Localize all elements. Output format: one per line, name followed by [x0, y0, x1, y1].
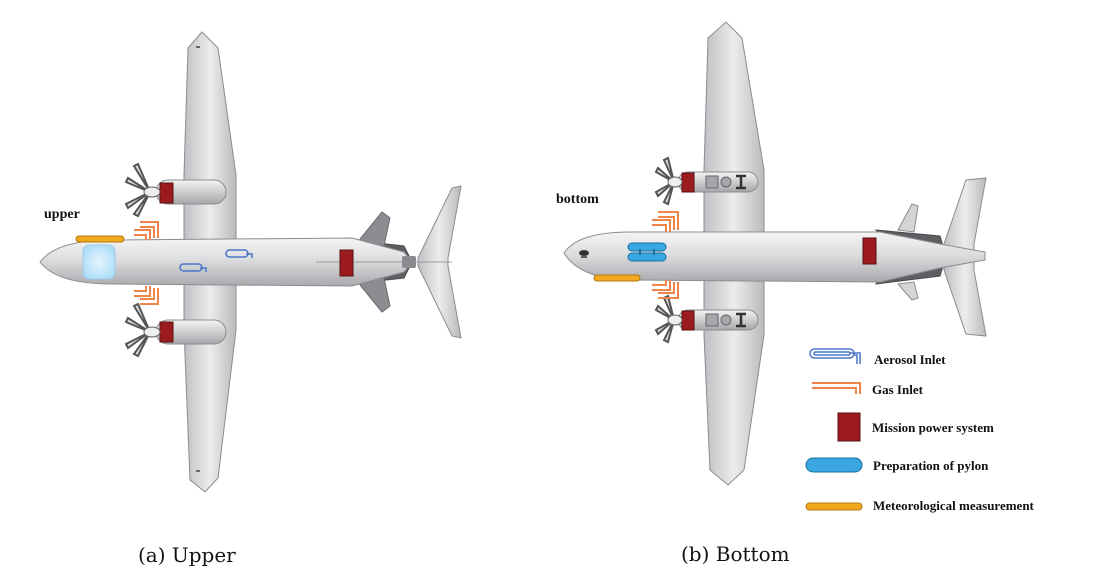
legend-power-symbol — [837, 412, 861, 442]
legend-aerosol-symbol — [809, 348, 861, 364]
upper-caption: (a) Upper — [138, 543, 236, 567]
upper-mission-power — [339, 249, 354, 277]
legend-meteo-symbol — [805, 502, 863, 511]
bottom-engine-bottom — [654, 294, 759, 344]
legend-power-label: Mission power system — [872, 420, 994, 435]
bottom-gas-inlets — [652, 211, 679, 299]
upper-cockpit-window — [82, 244, 116, 280]
bottom-pylon — [627, 242, 667, 262]
legend-aerosol-label: Aerosol Inlet — [874, 352, 946, 367]
legend-pylon-label: Preparation of pylon — [873, 458, 989, 473]
legend-gas-label: Gas Inlet — [872, 382, 924, 397]
upper-gas-inlets — [134, 221, 159, 305]
upper-engine-top — [124, 162, 227, 218]
upper-view-label: upper — [44, 207, 80, 222]
upper-aircraft — [39, 31, 462, 493]
upper-engine-bottom — [124, 302, 227, 358]
legend-gas-symbol — [812, 382, 861, 394]
bottom-meteo-sensor — [593, 274, 641, 282]
bottom-caption: (b) Bottom — [681, 542, 790, 566]
bottom-mission-power — [862, 237, 877, 265]
bottom-aircraft — [563, 21, 987, 486]
bottom-engine-top — [654, 156, 759, 206]
bottom-view-label: bottom — [556, 192, 599, 207]
upper-meteo-sensor — [75, 235, 125, 243]
bottom-tail-fin-top — [897, 203, 919, 233]
upper-aerosol-inlets — [179, 249, 253, 272]
legend: Aerosol Inlet Gas Inlet Mission power sy… — [805, 348, 1035, 513]
legend-meteo-label: Meteorological measurement — [873, 498, 1035, 513]
bottom-fuselage — [563, 231, 986, 283]
legend-pylon-symbol — [805, 457, 863, 473]
bottom-tail-fin-bottom — [897, 281, 919, 301]
